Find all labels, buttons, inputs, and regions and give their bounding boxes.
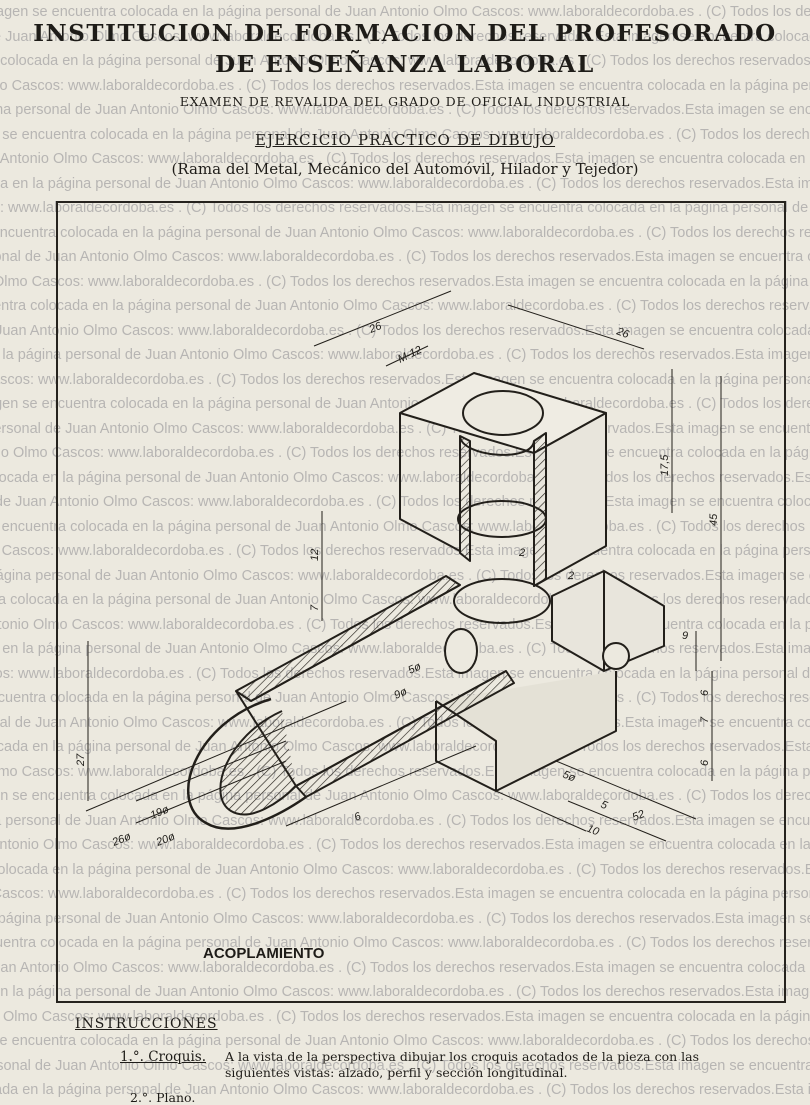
dim-5phi: 5ø — [406, 660, 423, 676]
bore-ring-2 — [453, 578, 551, 624]
bore-section — [459, 435, 535, 456]
dim-6-bottom: 6 — [353, 810, 364, 824]
exercise-title: EJERCICIO PRACTICO DE DIBUJO — [254, 131, 556, 149]
arm-inner-ring — [444, 628, 478, 674]
instructions-title: INSTRUCCIONES — [75, 1016, 218, 1032]
drawing-caption: ACOPLAMIENTO — [203, 945, 325, 962]
dim-19phi: 19ø — [149, 803, 171, 821]
step1-text: A la vista de la perspectiva dibujar los… — [225, 1049, 700, 1080]
exam-title: EXAMEN DE REVALIDA DEL GRADO DE OFICIAL … — [179, 94, 631, 109]
dim-m12: M-12 — [396, 344, 424, 366]
hook-inner — [219, 710, 297, 816]
thread-hole-top — [462, 390, 544, 436]
dim-26-right: 26 — [614, 325, 631, 341]
institution-title: INSTITUCION DE FORMACION DEL PROFESORADO — [33, 20, 777, 47]
arm-inner-lower — [295, 670, 507, 787]
dim-27: 27 — [75, 753, 87, 767]
watermark-line: agen se encuentra colocada en la página … — [0, 1082, 810, 1098]
drawing-frame — [56, 201, 786, 1003]
dim-10: 10 — [585, 823, 602, 839]
dim-5phi-b: 5ø — [561, 769, 578, 785]
dim-45: 45 — [708, 513, 720, 526]
step1-label: 1.°. Croquis. — [120, 1049, 206, 1065]
block-left-face — [399, 413, 461, 552]
dim-5: 5 — [599, 799, 610, 813]
dim-7-left: 7 — [309, 604, 321, 611]
dim-26phi: 26ø — [110, 830, 133, 849]
arm-inner-upper — [250, 584, 461, 702]
base-block — [435, 671, 617, 792]
dimension-lines — [85, 290, 722, 842]
dim-6-b: 6 — [699, 759, 711, 766]
institution-subtitle: DE ENSEÑANZA LABORAL — [215, 51, 595, 78]
isometric-drawing: 26 26 M-12 17,5 45 12 7 2 2 9 6 7 6 5ø 9… — [75, 290, 722, 849]
dim-20phi: 20ø — [154, 830, 177, 849]
step2-label: 2.°. Plano. — [130, 1090, 196, 1105]
lug-hole — [602, 642, 630, 670]
dim-26-left: 26 — [367, 320, 385, 336]
bore-left-wall — [459, 435, 471, 562]
dim-9-right: 9 — [682, 630, 688, 642]
dim-17-5: 17,5 — [659, 454, 671, 476]
dim-52: 52 — [631, 808, 647, 824]
bore-ring-1 — [457, 500, 547, 538]
dim-2-b: 2 — [567, 570, 574, 582]
dim-6-a: 6 — [699, 689, 711, 696]
dim-9phi: 9ø — [392, 685, 409, 701]
dim-2-a: 2 — [518, 547, 525, 559]
dim-12: 12 — [309, 549, 321, 561]
branch-subtitle: (Rama del Metal, Mecánico del Automóvil,… — [171, 160, 639, 178]
hook-outer — [187, 697, 307, 830]
dim-7-right: 7 — [699, 716, 711, 723]
arm-upper-wall — [235, 575, 461, 702]
